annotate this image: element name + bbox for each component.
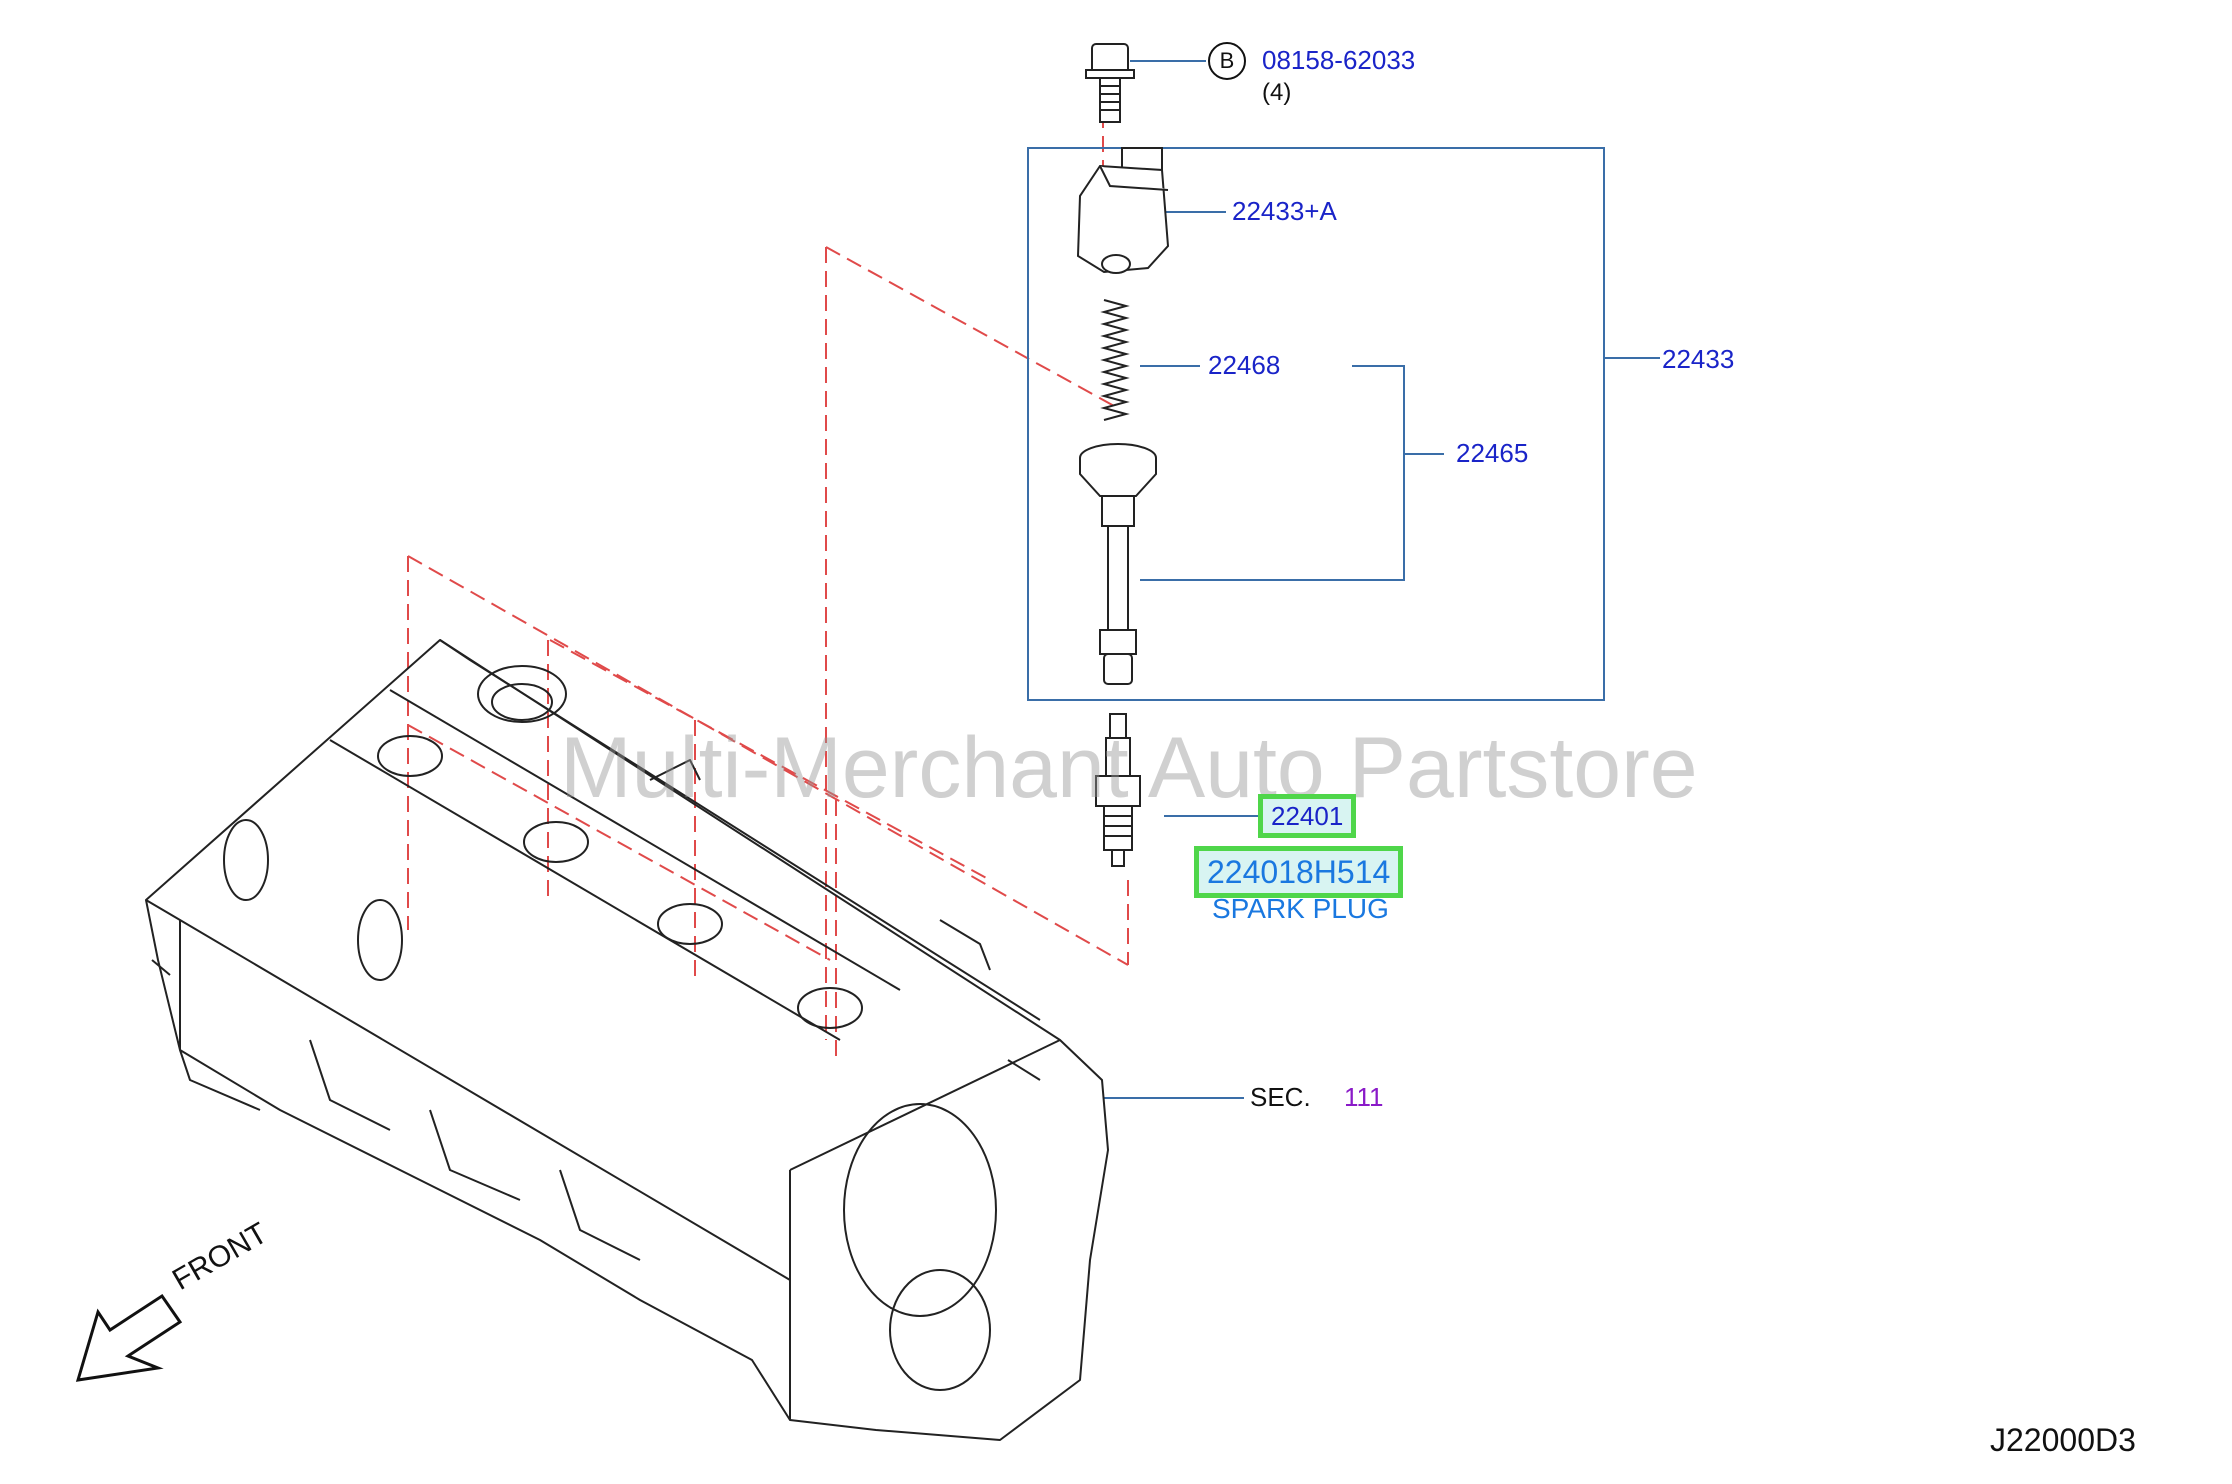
callout-boot-group[interactable]: 22465 [1456, 438, 1529, 468]
bolt-qty: (4) [1262, 79, 1292, 106]
callout-coil-group[interactable]: 22433 [1662, 344, 1735, 374]
callout-coil-assy[interactable]: 22433+A [1232, 196, 1337, 226]
callout-spring[interactable]: 22468 [1208, 350, 1281, 380]
bolt-icon [1085, 43, 1135, 123]
callout-spark-plug-part[interactable]: 224018H514 [1194, 846, 1404, 898]
section-prefix: SEC. [1250, 1082, 1311, 1112]
assembly-dash-lines [407, 88, 1129, 1060]
section-number[interactable]: 111 [1344, 1082, 1384, 1112]
diagram-id: J22000D3 [1990, 1422, 2136, 1458]
ignition-coil-icon [1076, 147, 1170, 274]
leader-lines [1104, 60, 1660, 1099]
coil-boot-icon [1079, 443, 1157, 685]
spark-plug-name: SPARK PLUG [1212, 893, 1389, 924]
bolt-part-number[interactable]: 08158-62033 [1262, 45, 1416, 75]
bolt-ref-letter: B [1219, 48, 1235, 73]
front-arrow-icon [75, 1293, 183, 1382]
cylinder-head-icon [145, 639, 1109, 1441]
spark-plug-icon [1095, 713, 1141, 867]
bolt-ref-circle: B [1208, 42, 1246, 80]
callout-spark-plug-ref[interactable]: 22401 [1258, 794, 1357, 838]
watermark: Multi-Merchant Auto Partstore [560, 720, 1698, 816]
coil-group-box [1027, 147, 1605, 701]
spring-icon [1100, 299, 1130, 421]
